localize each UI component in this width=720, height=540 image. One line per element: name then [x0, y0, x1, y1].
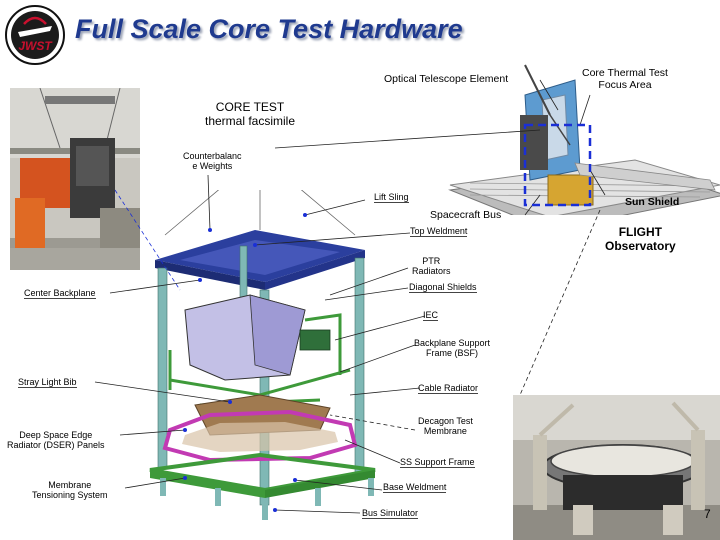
- iec-label: IEC: [423, 310, 439, 322]
- dser-panels: [162, 409, 358, 463]
- logo-text: JWST: [18, 39, 53, 53]
- core-thermal-focus-label: Core Thermal Test Focus Area: [582, 67, 668, 91]
- ptr-radiators-line1: PTR: [422, 256, 441, 266]
- dser-panels-label: Deep Space Edge Radiator (DSER) Panels: [7, 430, 105, 451]
- decagon-line1: Decagon Test: [418, 416, 473, 426]
- core-test-line1: CORE TEST: [215, 100, 285, 114]
- bsf-line2: Frame (BSF): [426, 348, 479, 359]
- flight-observatory-label: FLIGHT Observatory: [605, 225, 676, 254]
- dser-line2: Radiator (DSER) Panels: [7, 440, 105, 451]
- center-backplane-label: Center Backplane: [24, 288, 96, 300]
- core-test-line2: thermal facsimile: [205, 114, 296, 129]
- stray-light-bib-label: Stray Light Bib: [18, 377, 77, 389]
- focus-area-box: [523, 123, 592, 207]
- sun-shield-label: Sun Shield: [625, 196, 680, 208]
- ptr-radiators-line2: Radiators: [412, 266, 451, 277]
- test-photo: [513, 395, 720, 540]
- spacecraft-bus-label: Spacecraft Bus: [430, 209, 502, 221]
- jwst-logo-icon: JWST: [5, 5, 65, 65]
- bsf-line1: Backplane Support: [414, 338, 491, 348]
- dser-line1: Deep Space Edge: [19, 430, 93, 440]
- counterbalance-line2: e Weights: [192, 161, 233, 172]
- lift-sling-label: Lift Sling: [374, 192, 409, 204]
- base-weldment-label: Base Weldment: [383, 482, 447, 494]
- membrane-line2: Tensioning System: [32, 490, 108, 501]
- lift-sling-lines: [164, 190, 356, 236]
- top-weldment-label: Top Weldment: [410, 226, 468, 238]
- page-title: Full Scale Core Test Hardware: [75, 14, 463, 44]
- bus-simulator-label: Bus Simulator: [362, 508, 419, 520]
- flight-observatory-illustration: [448, 64, 720, 215]
- counterbalance-line1: Counterbalanc: [183, 151, 242, 161]
- core-test-diagram: [149, 190, 376, 520]
- diagonal-shields-label: Diagonal Shields: [409, 282, 477, 294]
- bsf-label: Backplane Support Frame (BSF): [414, 338, 490, 359]
- membrane-tensioning-label: Membrane Tensioning System: [32, 480, 108, 501]
- core-thermal-focus-line1: Core Thermal Test: [582, 67, 668, 79]
- page-number: 7: [704, 507, 711, 521]
- membrane-line1: Membrane: [48, 480, 92, 490]
- cable-radiator-label: Cable Radiator: [418, 383, 479, 395]
- flight-observatory-line1: FLIGHT: [618, 225, 663, 239]
- core-test-label: CORE TEST thermal facsimile: [205, 100, 295, 129]
- optical-telescope-element-label: Optical Telescope Element: [384, 73, 509, 85]
- counterbalance-weights-label: Counterbalanc e Weights: [183, 151, 242, 172]
- decagon-line2: Membrane: [423, 426, 467, 437]
- ptr-radiators-label: PTR Radiators: [412, 256, 451, 277]
- flight-observatory-line2: Observatory: [605, 239, 676, 254]
- ss-support-frame-label: SS Support Frame: [400, 457, 475, 469]
- decagon-test-membrane-label: Decagon Test Membrane: [418, 416, 473, 437]
- core-thermal-focus-line2: Focus Area: [598, 79, 652, 92]
- lab-photo: [10, 88, 140, 270]
